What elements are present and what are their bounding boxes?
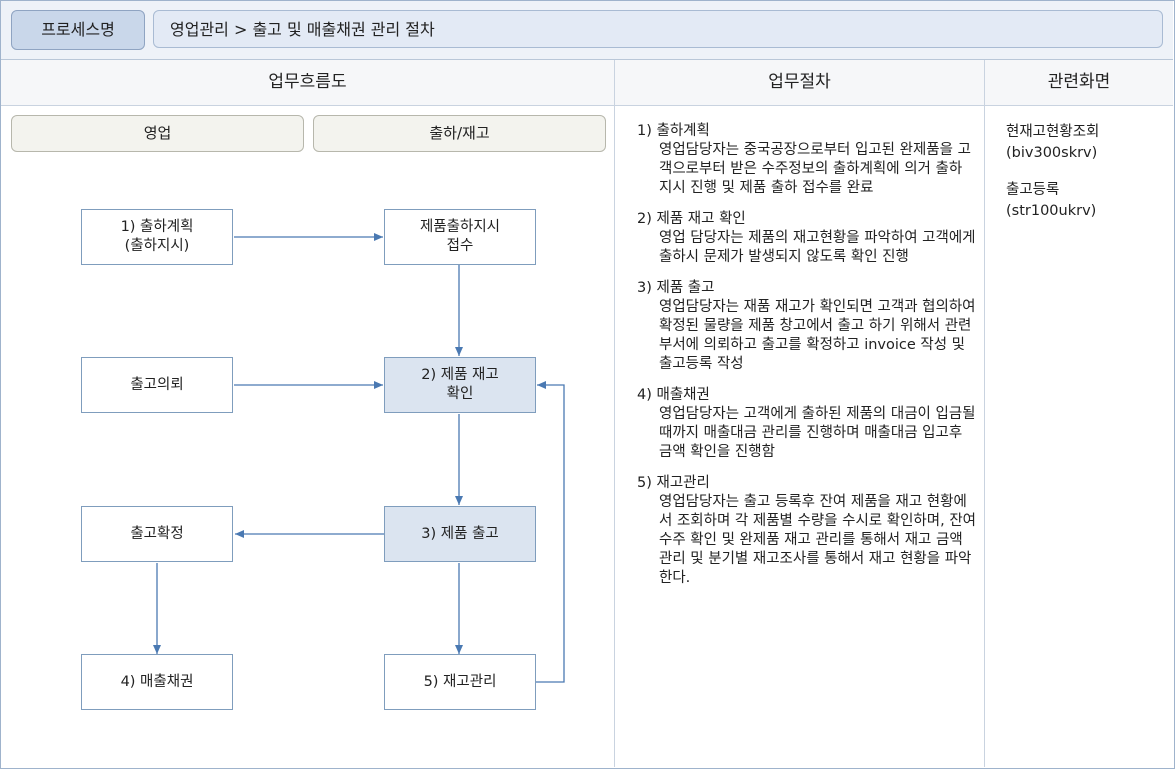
screen-link-inventory-status[interactable]: 현재고현황조회 (biv300skrv) xyxy=(1006,122,1099,164)
flow-box-ship: 3) 제품 출고 xyxy=(384,506,536,562)
flow-box-receivable: 4) 매출채권 xyxy=(81,654,233,710)
flow-box-receive: 제품출하지시 접수 xyxy=(384,209,536,265)
procedure-step-body: 영업담당자는 고객에게 출하된 제품의 대금이 입금될때까지 매출대금 관리를 … xyxy=(659,406,976,460)
column-header-procedure: 업무절차 xyxy=(615,60,984,106)
procedure-list: 1) 출하계획 영업담당자는 중국공장으로부터 입고된 완제품을 고객으로부터 … xyxy=(637,122,977,600)
procedure-step: 2) 제품 재고 확인 영업 담당자는 제품의 재고현황을 파악하여 고객에게 … xyxy=(637,210,977,267)
procedure-step-body: 영업담당자는 재품 재고가 확인되면 고객과 협의하여 확정된 물량을 제품 창… xyxy=(659,299,976,372)
procedure-step-title: 1) 출하계획 xyxy=(637,123,710,139)
procedure-step: 4) 매출채권 영업담당자는 고객에게 출하된 제품의 대금이 입금될때까지 매… xyxy=(637,386,977,462)
flow-box-plan: 1) 출하계획 (출하지시) xyxy=(81,209,233,265)
screen-name: 현재고현황조회 xyxy=(1006,124,1100,140)
column-header-screens: 관련화면 xyxy=(985,60,1173,106)
procedure-step-title: 5) 재고관리 xyxy=(637,475,710,491)
screen-name: 출고등록 xyxy=(1006,182,1060,198)
procedure-step-body: 영업담당자는 중국공장으로부터 입고된 완제품을 고객으로부터 받은 수주정보의… xyxy=(659,142,971,196)
flow-box-inventory: 5) 재고관리 xyxy=(384,654,536,710)
screen-link-shipment-entry[interactable]: 출고등록 (str100ukrv) xyxy=(1006,180,1099,222)
flow-box-confirm: 출고확정 xyxy=(81,506,233,562)
column-divider xyxy=(614,60,615,767)
procedure-step-title: 4) 매출채권 xyxy=(637,387,710,403)
procedure-step-body: 영업담당자는 출고 등록후 잔여 제품을 재고 현황에서 조회하며 각 제품별 … xyxy=(659,494,977,586)
column-divider xyxy=(984,60,985,767)
procedure-step: 3) 제품 출고 영업담당자는 재품 재고가 확인되면 고객과 협의하여 확정된… xyxy=(637,279,977,374)
flow-box-request: 출고의뢰 xyxy=(81,357,233,413)
procedure-step-body: 영업 담당자는 제품의 재고현황을 파악하여 고객에게 출하시 문제가 발생되지… xyxy=(659,230,976,265)
procedure-step: 1) 출하계획 영업담당자는 중국공장으로부터 입고된 완제품을 고객으로부터 … xyxy=(637,122,977,198)
process-name-label: 프로세스명 xyxy=(11,10,145,50)
procedure-step-title: 3) 제품 출고 xyxy=(637,280,715,296)
screen-code: (biv300skrv) xyxy=(1006,145,1098,161)
procedure-step-title: 2) 제품 재고 확인 xyxy=(637,211,746,227)
procedure-step: 5) 재고관리 영업담당자는 출고 등록후 잔여 제품을 재고 현황에서 조회하… xyxy=(637,474,977,588)
lane-sales: 영업 xyxy=(11,115,304,152)
process-header: 프로세스명 영업관리 > 출고 및 매출채권 관리 절차 xyxy=(1,1,1173,60)
column-header-flow: 업무흐름도 xyxy=(1,60,614,106)
lane-shipping: 출하/재고 xyxy=(313,115,606,152)
arrow-inventory-to-check xyxy=(535,381,565,683)
related-screens: 현재고현황조회 (biv300skrv) 출고등록 (str100ukrv) xyxy=(1006,122,1099,238)
screen-code: (str100ukrv) xyxy=(1006,203,1097,219)
process-path: 영업관리 > 출고 및 매출채권 관리 절차 xyxy=(153,10,1163,48)
flow-box-check: 2) 제품 재고 확인 xyxy=(384,357,536,413)
